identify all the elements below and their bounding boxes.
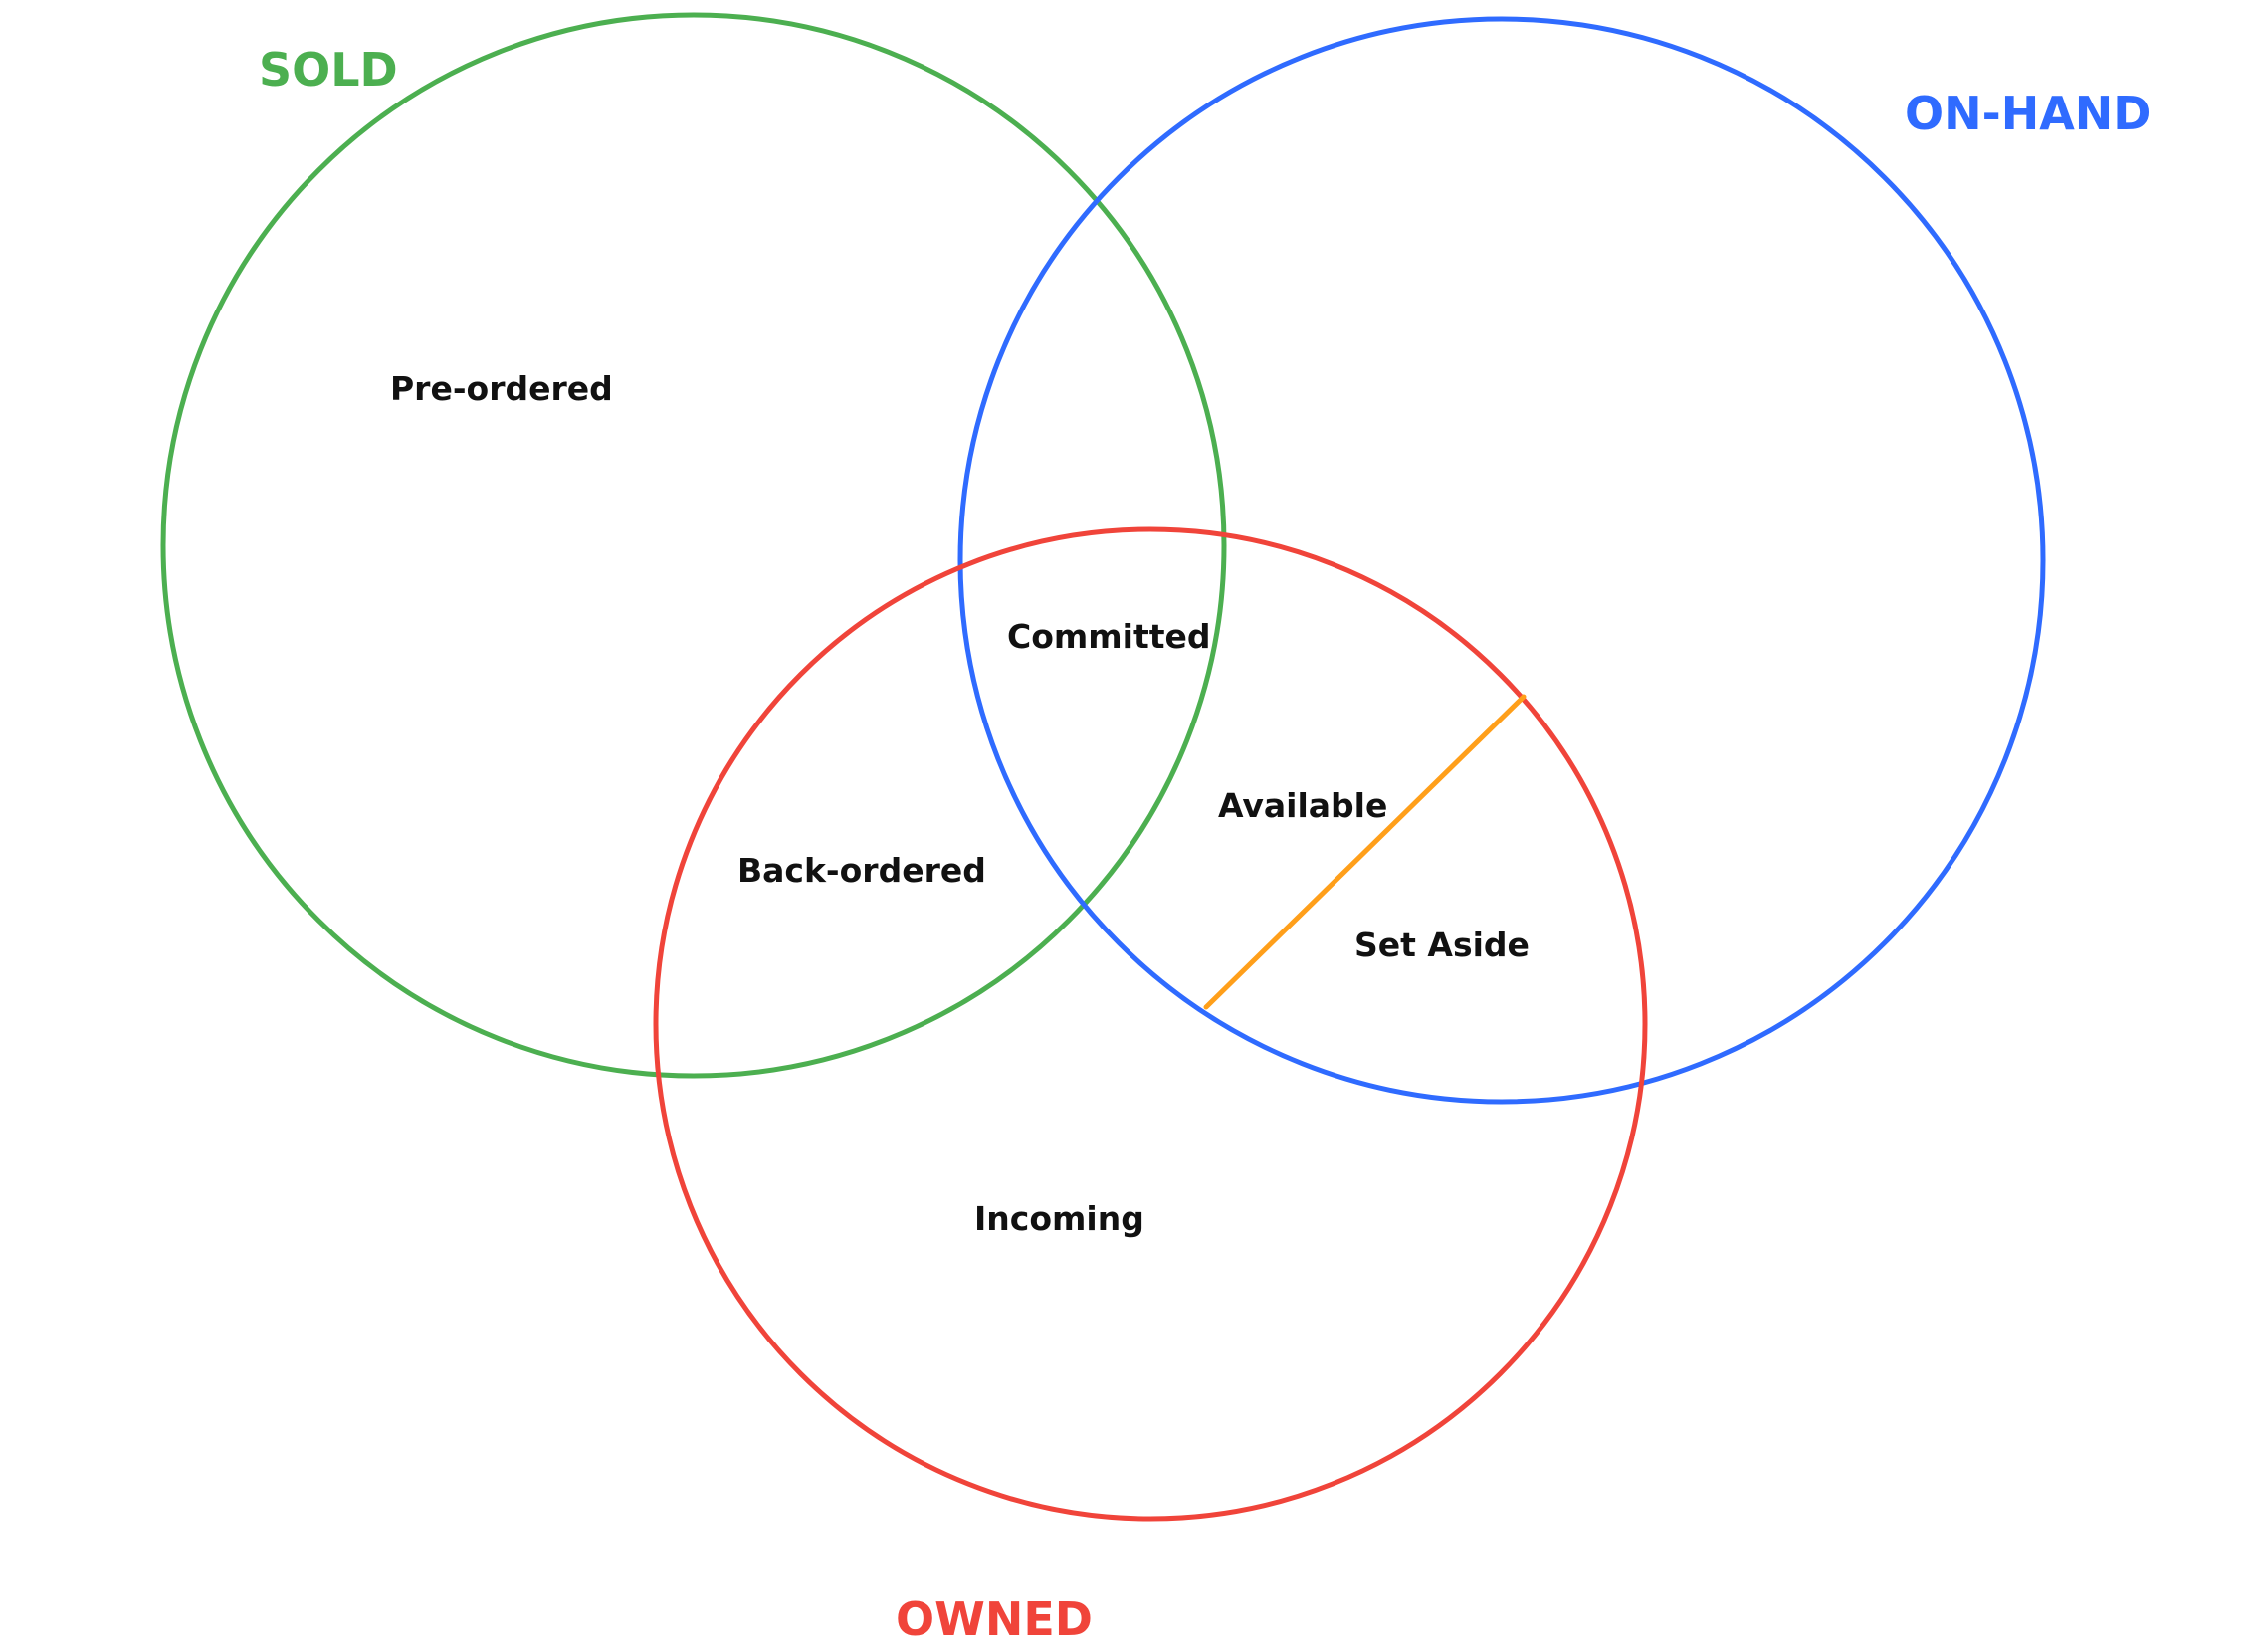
available-set-aside-divider — [1203, 694, 1527, 1010]
committed-label: Committed — [1007, 617, 1211, 656]
back-ordered-label: Back-ordered — [737, 851, 986, 890]
on-hand-circle — [957, 16, 2046, 1105]
set-aside-label: Set Aside — [1354, 926, 1530, 964]
owned-title: OWNED — [896, 1592, 1093, 1646]
sold-title: SOLD — [259, 43, 398, 97]
on-hand-title: ON-HAND — [1905, 87, 2151, 140]
pre-ordered-label: Pre-ordered — [390, 369, 613, 408]
incoming-label: Incoming — [974, 1199, 1144, 1238]
owned-circle — [653, 526, 1648, 1522]
available-label: Available — [1218, 786, 1387, 825]
sold-circle — [160, 12, 1227, 1079]
